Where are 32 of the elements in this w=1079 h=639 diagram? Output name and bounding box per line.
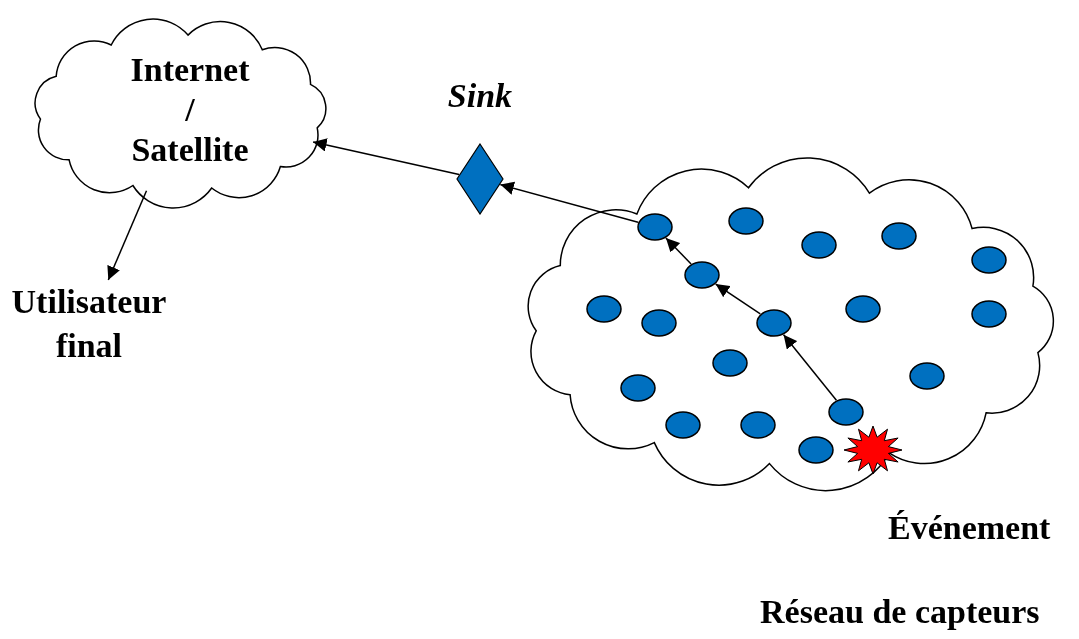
sensor-node: [728, 207, 764, 235]
node-label: Événement: [888, 508, 1051, 548]
sensor-node: [586, 295, 622, 323]
sensor-node: [665, 411, 701, 439]
cloud-label: Satellite: [131, 130, 249, 170]
text-label: Utilisateur final: [4, 280, 174, 370]
sensor-node: [637, 213, 673, 241]
sensor-node: [801, 231, 837, 259]
arrow: [714, 283, 762, 315]
sink-label: Sink: [446, 76, 514, 116]
event-burst: [843, 425, 903, 475]
sensor-node: [881, 222, 917, 250]
cloud-label: /: [185, 90, 195, 130]
node-label: Réseau de capteurs: [760, 592, 1040, 632]
sensor-node: [909, 362, 945, 390]
sensor-node: [971, 246, 1007, 274]
sensor-node: [740, 411, 776, 439]
sensor-node: [756, 309, 792, 337]
arrow: [312, 138, 460, 176]
arrow: [107, 190, 148, 281]
sensor-node: [828, 398, 864, 426]
sensor-node: [845, 295, 881, 323]
arrow: [782, 334, 838, 401]
sensor-node: [641, 309, 677, 337]
sensor-node: [684, 261, 720, 289]
sensor-node: [712, 349, 748, 377]
cloud-label: Internet: [130, 50, 250, 90]
sensor-node: [798, 436, 834, 464]
arrow: [499, 181, 639, 224]
arrow: [665, 237, 692, 265]
sensor-node: [620, 374, 656, 402]
sensor-node: [971, 300, 1007, 328]
